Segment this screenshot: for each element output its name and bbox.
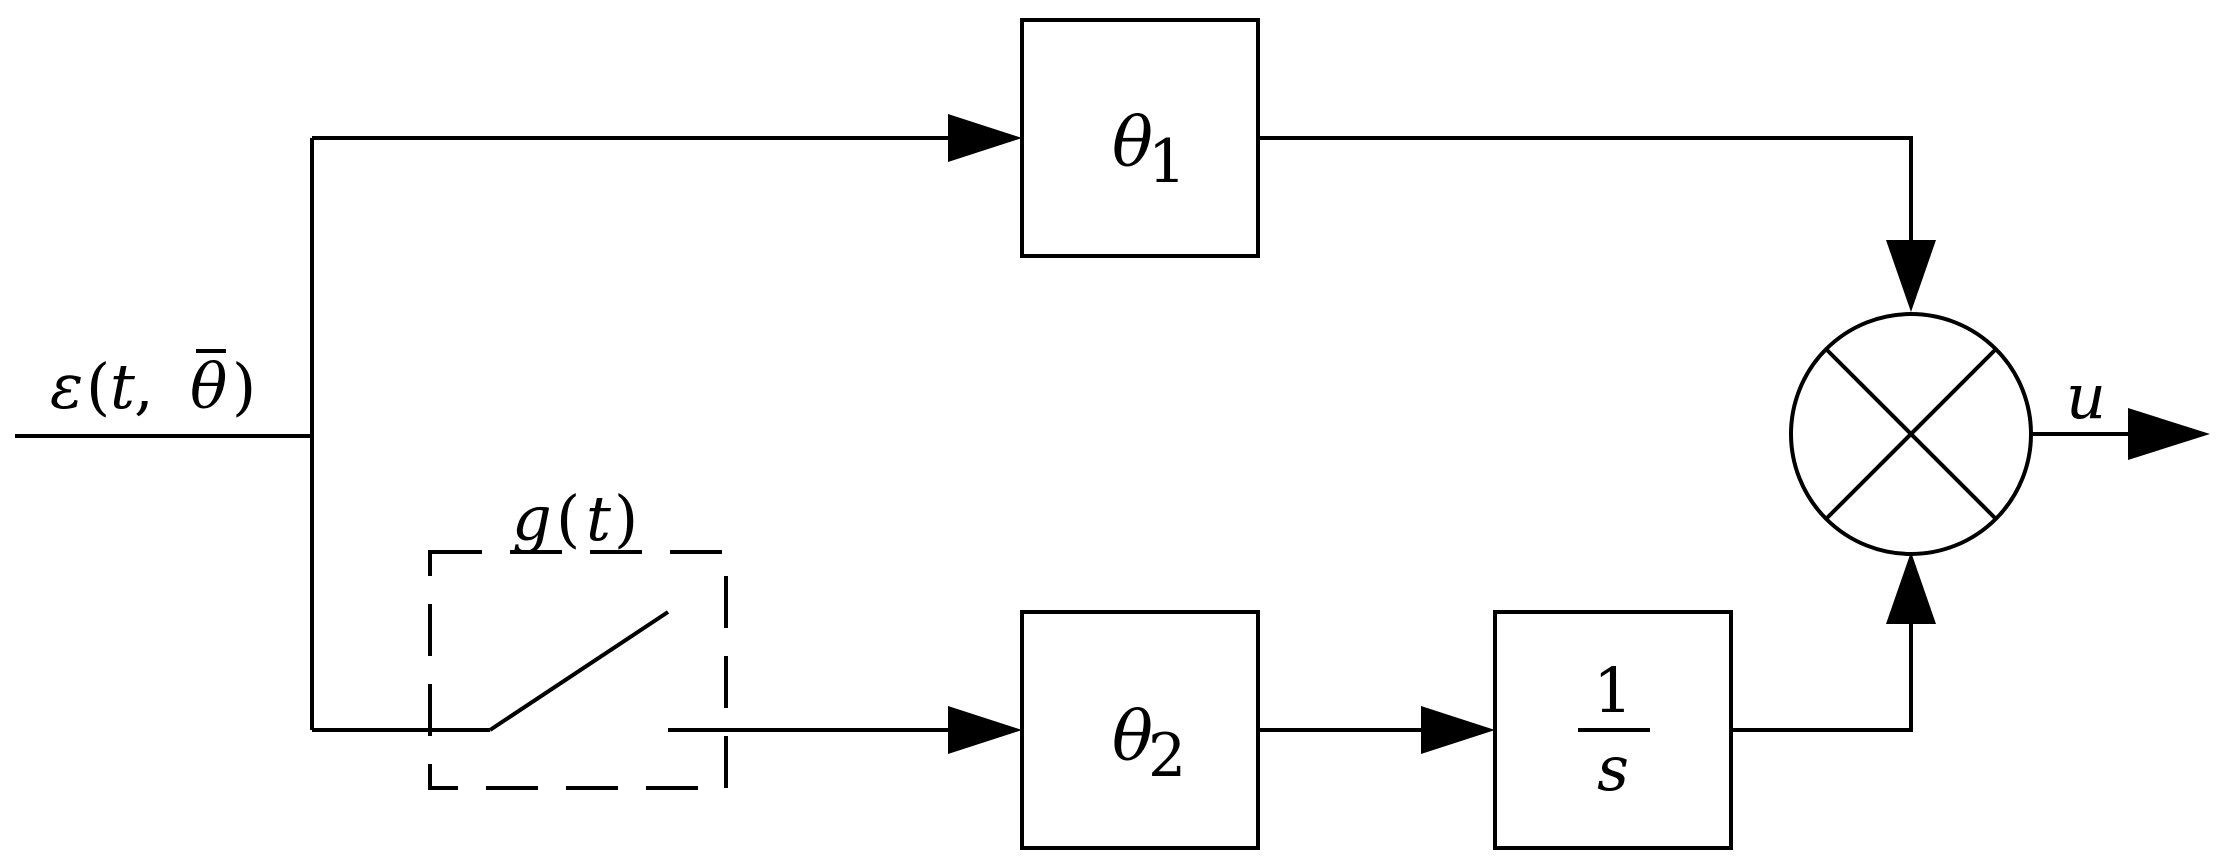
arrowhead-to-integrator: [1421, 706, 1495, 754]
arrowhead-to-theta2: [948, 706, 1022, 754]
gain-block-theta1-label: θ 1: [1112, 104, 1186, 197]
switch-open-paren: (: [556, 482, 580, 555]
input-signal-label: ε ( t , θ ): [50, 349, 256, 423]
integrator-numerator: 1: [1593, 654, 1632, 727]
input-comma: ,: [134, 350, 154, 423]
arrowhead-to-theta1: [948, 114, 1022, 162]
switch-close-paren: ): [614, 482, 638, 555]
multiplier-cross-2: [1824, 347, 1998, 521]
integrator-denominator: s: [1597, 732, 1629, 805]
theta1-subscript: 1: [1148, 127, 1186, 197]
gain-block-theta1: [1020, 18, 1260, 258]
arrowhead-output: [2128, 408, 2210, 460]
arrowhead-to-multiplier-top: [1886, 240, 1936, 312]
input-open-paren: (: [86, 350, 110, 423]
theta1-symbol: θ: [1112, 104, 1153, 183]
multiplier-junction: [1789, 312, 2033, 556]
integrator-to-multiplier-wire: [1731, 620, 1913, 732]
theta2-subscript: 2: [1148, 721, 1186, 791]
theta2-symbol: θ: [1112, 698, 1153, 777]
input-epsilon: ε: [50, 350, 83, 423]
switch-lever: [488, 610, 670, 732]
input-t: t: [110, 350, 135, 423]
theta1-to-multiplier-wire: [1258, 136, 1913, 240]
switch-t: t: [586, 482, 611, 555]
switch-label: g ( t ): [512, 482, 638, 555]
gain-block-theta2-label: θ 2: [1112, 698, 1186, 791]
switch-g: g: [512, 482, 552, 555]
gain-block-theta2: [1020, 610, 1260, 850]
integrator-block-label: 1 s: [1578, 654, 1650, 805]
input-close-paren: ): [232, 350, 256, 423]
output-signal-label: u: [2066, 360, 2106, 433]
switch-dashed-frame: [428, 550, 728, 790]
input-theta: θ: [190, 350, 227, 423]
arrowhead-to-multiplier-bottom: [1886, 552, 1936, 624]
